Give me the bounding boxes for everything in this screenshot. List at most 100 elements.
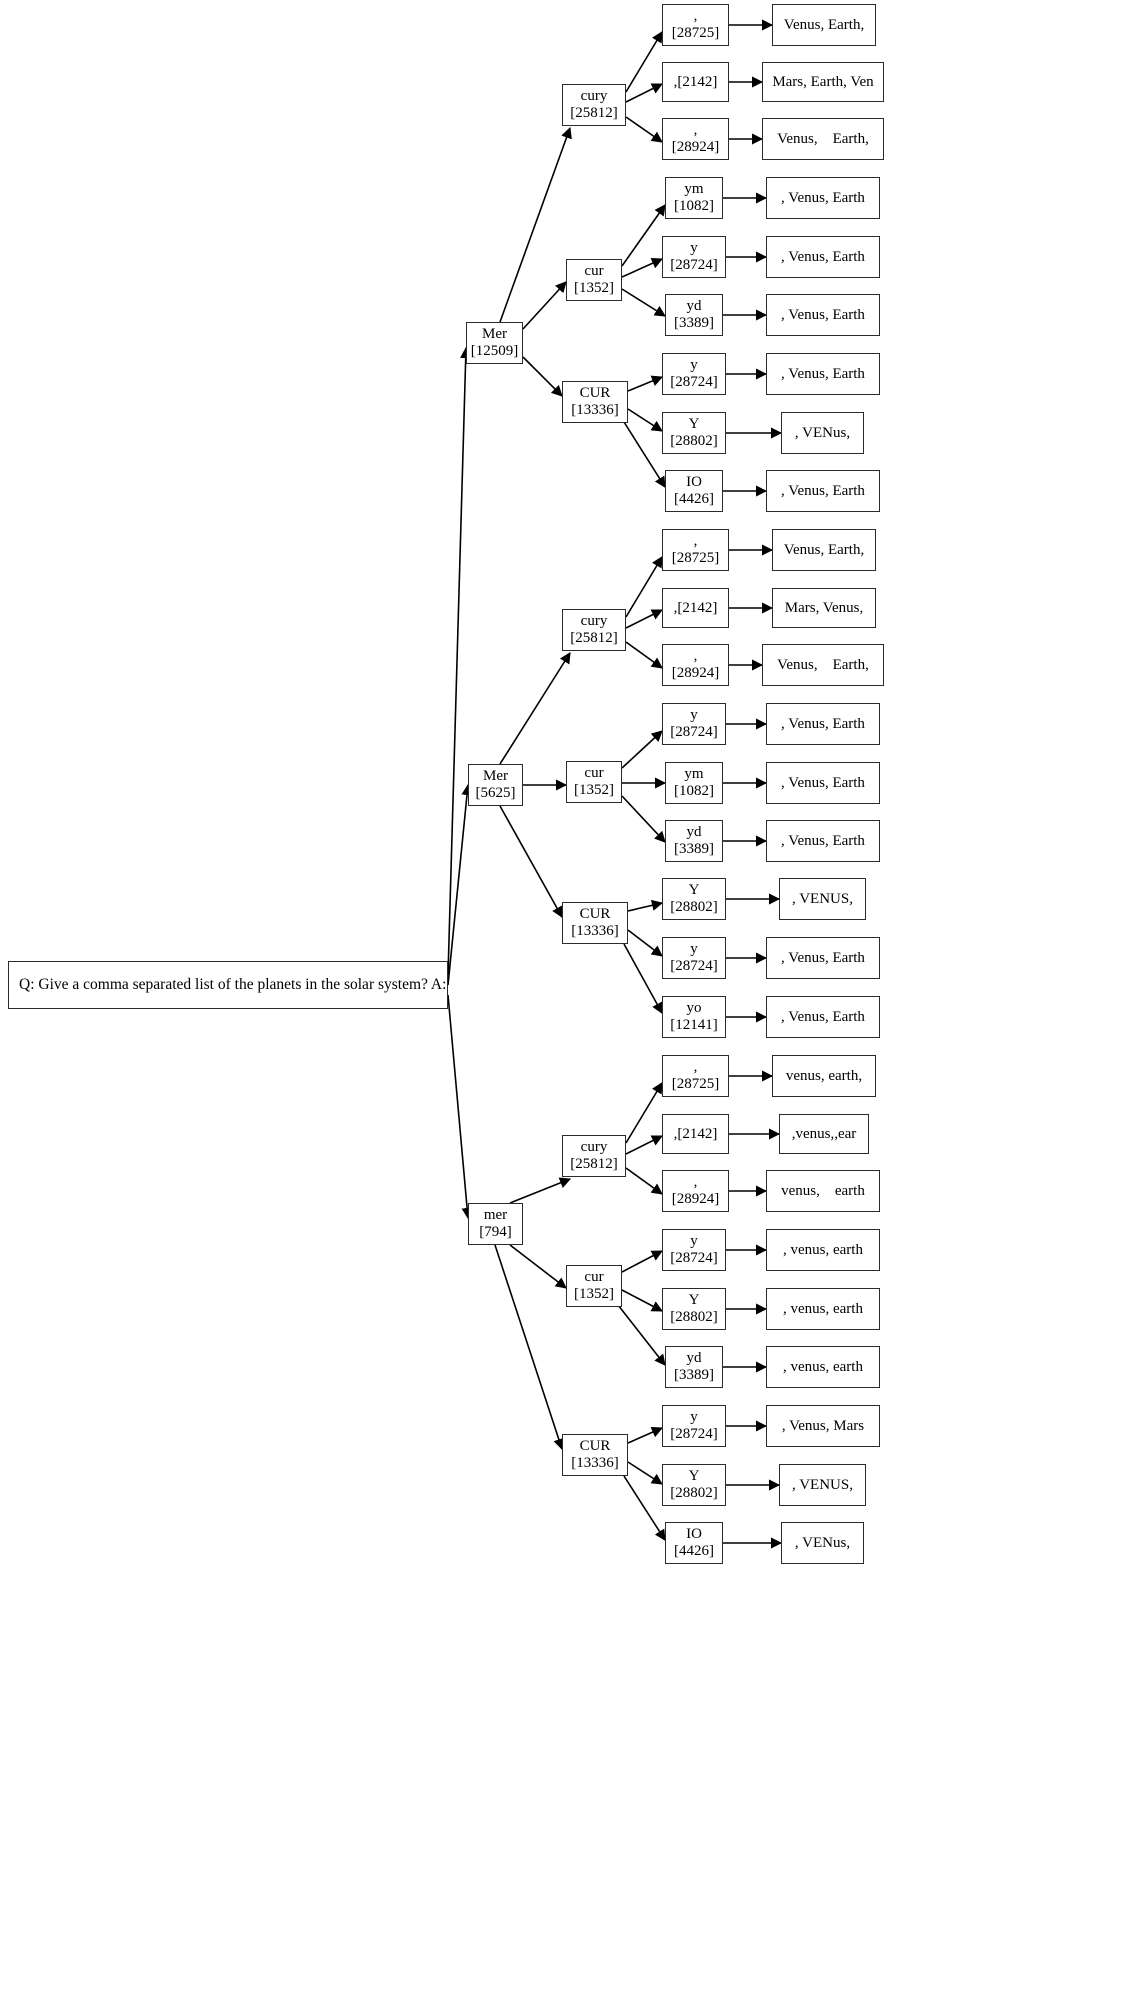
completion-leaf-node[interactable]: , Venus, Earth — [766, 294, 880, 336]
token-count: [25812] — [570, 1156, 618, 1172]
tree-edge — [627, 408, 663, 432]
token-node[interactable]: yo[12141] — [662, 996, 726, 1038]
token-node[interactable]: y[28724] — [662, 1229, 726, 1271]
token-label: yo — [686, 1000, 702, 1017]
token-node[interactable]: y[28724] — [662, 1405, 726, 1447]
tree-edge — [625, 1167, 663, 1195]
token-node[interactable]: ym[1082] — [665, 177, 723, 219]
token-node[interactable]: CUR[13336] — [562, 381, 628, 423]
token-node[interactable]: ,[28725] — [662, 529, 729, 571]
completion-text: , Venus, Earth — [781, 306, 865, 323]
token-count: [28724] — [670, 1250, 718, 1266]
token-node[interactable]: Y[28802] — [662, 1288, 726, 1330]
completion-text: Venus, Earth, — [777, 656, 869, 673]
completion-leaf-node[interactable]: Mars, Earth, Ven — [762, 62, 884, 102]
token-node[interactable]: ,[2142] — [662, 1114, 729, 1154]
token-node[interactable]: cur[1352] — [566, 761, 622, 803]
completion-leaf-node[interactable]: , venus, earth — [766, 1346, 880, 1388]
token-count: [28802] — [670, 899, 718, 915]
completion-leaf-node[interactable]: , VENUS, — [779, 1464, 866, 1506]
token-node[interactable]: CUR[13336] — [562, 902, 628, 944]
token-label: yd — [686, 298, 702, 315]
token-node[interactable]: Mer[12509] — [466, 322, 523, 364]
completion-leaf-node[interactable]: , Venus, Earth — [766, 762, 880, 804]
tree-edge — [509, 1177, 572, 1204]
token-count: [13336] — [571, 402, 619, 418]
completion-leaf-node[interactable]: , Venus, Mars — [766, 1405, 880, 1447]
token-node[interactable]: yd[3389] — [665, 1346, 723, 1388]
completion-leaf-node[interactable]: Mars, Venus, — [772, 588, 876, 628]
token-node[interactable]: cury[25812] — [562, 1135, 626, 1177]
token-node[interactable]: y[28724] — [662, 703, 726, 745]
token-node[interactable]: ,[28924] — [662, 118, 729, 160]
token-count: [25812] — [570, 630, 618, 646]
token-node[interactable]: CUR[13336] — [562, 1434, 628, 1476]
token-node[interactable]: cur[1352] — [566, 1265, 622, 1307]
token-label: cur — [584, 1269, 604, 1286]
token-node[interactable]: y[28724] — [662, 937, 726, 979]
completion-leaf-node[interactable]: , Venus, Earth — [766, 996, 880, 1038]
completion-leaf-node[interactable]: Venus, Earth, — [762, 118, 884, 160]
token-node[interactable]: y[28724] — [662, 236, 726, 278]
token-node[interactable]: ,[2142] — [662, 62, 729, 102]
completion-leaf-node[interactable]: Venus, Earth, — [762, 644, 884, 686]
completion-leaf-node[interactable]: Venus, Earth, — [772, 4, 876, 46]
completion-leaf-node[interactable]: , Venus, Earth — [766, 820, 880, 862]
completion-leaf-node[interactable]: , VENus, — [781, 1522, 864, 1564]
tree-edge — [447, 346, 472, 976]
completion-leaf-node[interactable]: , Venus, Earth — [766, 353, 880, 395]
tree-edge — [627, 899, 664, 912]
token-node[interactable]: ,[2142] — [662, 588, 729, 628]
token-count: [12141] — [670, 1017, 718, 1033]
completion-text: , venus, earth — [783, 1358, 863, 1375]
completion-leaf-node[interactable]: , venus, earth — [766, 1288, 880, 1330]
token-node[interactable]: mer[794] — [468, 1203, 523, 1245]
token-node[interactable]: cur[1352] — [566, 259, 622, 301]
completion-text: Venus, Earth, — [783, 16, 865, 33]
token-count: [28802] — [670, 1309, 718, 1325]
completion-text: , venus, earth — [783, 1241, 863, 1258]
token-label: Mer — [483, 768, 508, 785]
completion-leaf-node[interactable]: venus, earth, — [772, 1055, 876, 1097]
completion-leaf-node[interactable]: , Venus, Earth — [766, 177, 880, 219]
token-node[interactable]: Mer[5625] — [468, 764, 523, 806]
token-node[interactable]: yd[3389] — [665, 820, 723, 862]
token-node[interactable]: Y[28802] — [662, 412, 726, 454]
completion-leaf-node[interactable]: , Venus, Earth — [766, 703, 880, 745]
token-label: Y — [688, 1292, 700, 1309]
completion-leaf-node[interactable]: , Venus, Earth — [766, 937, 880, 979]
completion-leaf-node[interactable]: , Venus, Earth — [766, 470, 880, 512]
completion-leaf-node[interactable]: venus, earth — [766, 1170, 880, 1212]
completion-leaf-node[interactable]: , venus, earth — [766, 1229, 880, 1271]
completion-text: venus, earth — [781, 1182, 865, 1199]
token-count: [3389] — [674, 315, 714, 331]
token-node[interactable]: Y[28802] — [662, 1464, 726, 1506]
token-node[interactable]: ,[28725] — [662, 1055, 729, 1097]
tree-edge — [499, 805, 563, 918]
token-node[interactable]: ,[28725] — [662, 4, 729, 46]
token-label: Y — [688, 882, 700, 899]
token-node[interactable]: Y[28802] — [662, 878, 726, 920]
token-label: , — [693, 648, 698, 665]
completion-leaf-node[interactable]: ,venus,,ear — [779, 1114, 869, 1154]
token-node[interactable]: IO[4426] — [665, 470, 723, 512]
token-node[interactable]: ,[28924] — [662, 644, 729, 686]
token-count: [13336] — [571, 923, 619, 939]
completion-leaf-node[interactable]: Venus, Earth, — [772, 529, 876, 571]
token-node[interactable]: yd[3389] — [665, 294, 723, 336]
token-count: [3389] — [674, 841, 714, 857]
token-node[interactable]: ,[28924] — [662, 1170, 729, 1212]
token-node[interactable]: y[28724] — [662, 353, 726, 395]
token-node[interactable]: ym[1082] — [665, 762, 723, 804]
completion-leaf-node[interactable]: , VENUS, — [779, 878, 866, 920]
tree-edge — [623, 943, 663, 1014]
completion-leaf-node[interactable]: , Venus, Earth — [766, 236, 880, 278]
token-node[interactable]: cury[25812] — [562, 609, 626, 651]
prompt-node[interactable]: Q: Give a comma separated list of the pl… — [8, 961, 448, 1009]
completion-leaf-node[interactable]: , VENus, — [781, 412, 864, 454]
completion-text: , VENus, — [794, 424, 851, 441]
token-node[interactable]: cury[25812] — [562, 84, 626, 126]
tree-edge — [494, 1244, 565, 1451]
token-label: y — [690, 240, 698, 257]
token-node[interactable]: IO[4426] — [665, 1522, 723, 1564]
